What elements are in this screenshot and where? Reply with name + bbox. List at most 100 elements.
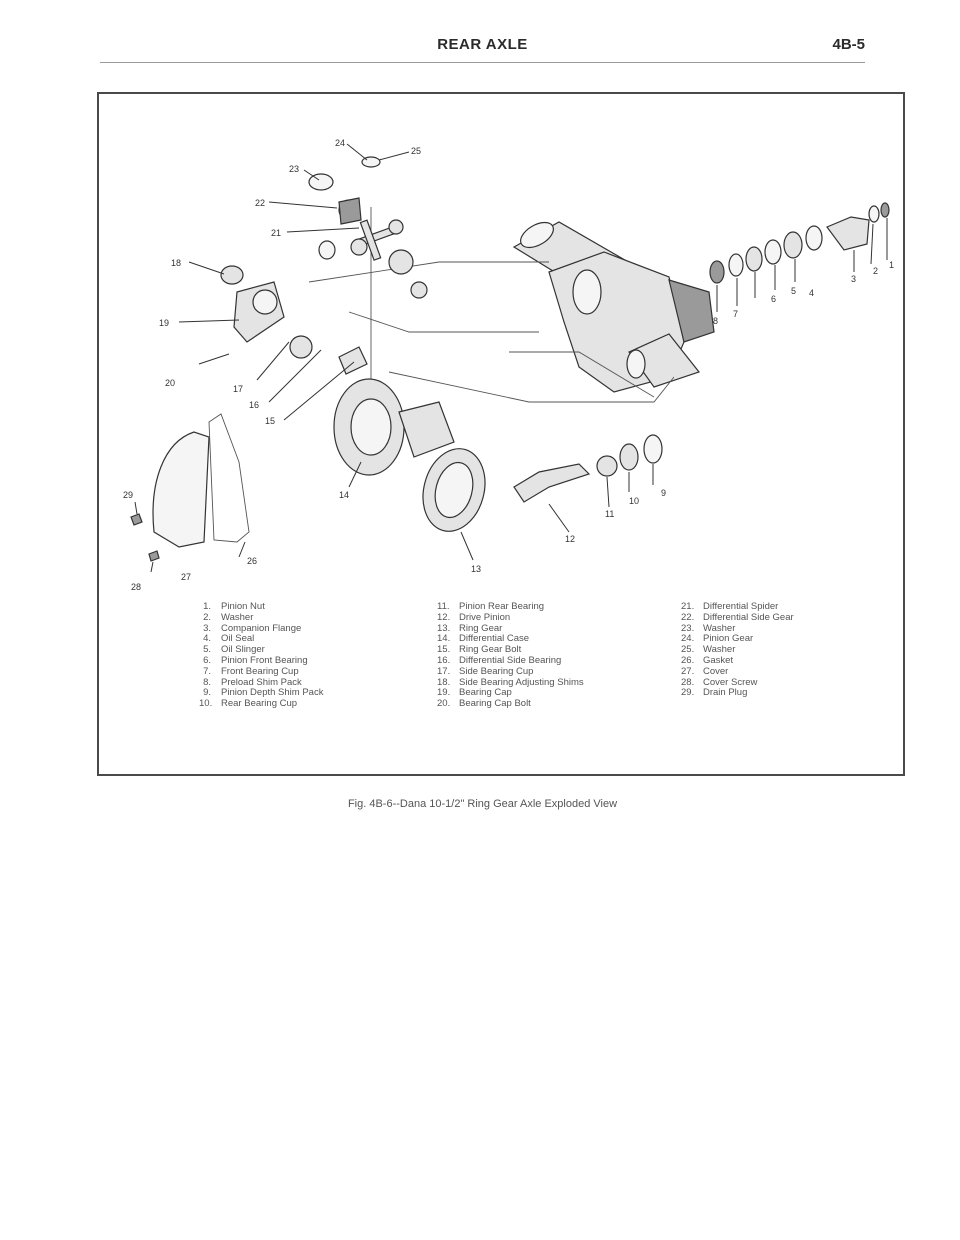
legend-label: Oil Slinger <box>221 644 265 656</box>
callout-16: 16 <box>249 400 259 410</box>
legend-label: Drain Plug <box>703 687 748 699</box>
pinion-stack-parts <box>709 202 890 284</box>
callout-numbers: 1 2 3 4 5 6 7 8 9 10 11 12 13 14 15 16 1… <box>123 138 894 592</box>
legend-number: 4. <box>203 633 211 645</box>
callout-17: 17 <box>233 384 243 394</box>
legend-label: Preload Shim Pack <box>221 676 302 688</box>
legend-label: Pinion Gear <box>703 633 754 645</box>
legend-number: 11. <box>437 601 450 612</box>
legend-label: Pinion Rear Bearing <box>459 601 545 612</box>
callout-1: 1 <box>889 260 894 270</box>
legend-number: 9. <box>203 687 211 699</box>
legend-label: Side Bearing Cup <box>459 665 534 677</box>
legend-label: Differential Case <box>459 633 530 645</box>
legend-label: Front Bearing Cup <box>221 665 299 677</box>
figure-frame: 1 2 3 4 5 6 7 8 9 10 11 12 13 14 15 16 1… <box>97 92 905 776</box>
legend-number: 18. <box>437 676 451 688</box>
case-and-ring-gear <box>333 378 663 532</box>
callout-25: 25 <box>411 146 421 156</box>
legend-number: 22. <box>681 611 695 623</box>
callout-22: 22 <box>255 198 265 208</box>
exploded-view-diagram: 1 2 3 4 5 6 7 8 9 10 11 12 13 14 15 16 1… <box>123 138 894 592</box>
legend-number: 2. <box>203 611 211 623</box>
legend-number: 13. <box>437 622 451 634</box>
legend-label: Ring Gear <box>459 622 503 634</box>
legend-item: 12.Drive Pinion <box>437 612 677 624</box>
legend-number: 24. <box>681 633 695 645</box>
legend-number: 16. <box>437 654 451 666</box>
parts-legend: 1.Pinion Nut 2. Washer 3. Companion Flange… <box>199 601 819 722</box>
callout-5: 5 <box>791 286 796 296</box>
legend-item: 20. Bearing Cap Bolt <box>437 698 677 710</box>
legend-label: Bearing Cap Bolt <box>459 698 531 710</box>
header-rule <box>100 62 865 63</box>
legend-item: 10. Rear Bearing Cup <box>199 698 429 710</box>
callout-3: 3 <box>851 274 856 284</box>
legend-item: 19.Bearing Cap <box>437 688 677 699</box>
callout-9: 9 <box>661 488 666 498</box>
legend-item: 14. Differential Case <box>437 634 677 645</box>
legend-number: 21. <box>681 601 695 612</box>
legend-column-2: 11. Pinion Rear Bearing 12.Drive Pinion 1… <box>437 601 677 710</box>
callout-2: 2 <box>873 266 878 276</box>
legend-label: Ring Gear Bolt <box>459 644 522 656</box>
callout-15: 15 <box>265 416 275 426</box>
legend-number: 20. <box>437 698 451 710</box>
legend-number: 14. <box>437 633 451 645</box>
legend-number: 29. <box>681 687 695 699</box>
legend-item: 29. Drain Plug <box>681 688 881 699</box>
figure-caption: Fig. 4B-6--Dana 10-1/2" Ring Gear Axle E… <box>347 798 618 810</box>
callout-8: 8 <box>713 316 718 326</box>
callout-6: 6 <box>771 294 776 304</box>
legend-item: 22. Differential Side Gear <box>681 611 881 624</box>
legend-number: 28. <box>681 676 695 688</box>
assembly-guide-lines <box>308 207 675 403</box>
page-number: 4B-5 <box>832 36 865 53</box>
legend-number: 6. <box>203 654 211 666</box>
cover-and-gasket <box>130 413 250 562</box>
legend-item: 4.Oil Seal <box>199 634 429 645</box>
legend-item: 16.Differential Side Bearing <box>437 654 677 667</box>
legend-item: 7. Front Bearing Cup <box>199 665 429 678</box>
callout-24: 24 <box>335 138 345 148</box>
page-header: REAR AXLE 4B-5 <box>100 34 865 64</box>
left-side-parts <box>198 265 368 375</box>
legend-item: 25.Washer <box>681 644 881 656</box>
legend-label: Rear Bearing Cup <box>221 698 298 710</box>
legend-item: 17.Side Bearing Cup <box>437 665 677 678</box>
legend-label: Side Bearing Adjusting Shims <box>459 676 584 688</box>
legend-item: 27. Cover <box>681 665 881 678</box>
callout-13: 13 <box>471 564 481 574</box>
legend-item: 1.Pinion Nut <box>199 601 429 613</box>
legend-number: 27. <box>681 665 695 677</box>
legend-label: Cover <box>703 665 729 677</box>
legend-item: 6.Pinion Front Bearing <box>199 654 429 667</box>
callout-20: 20 <box>165 378 175 388</box>
legend-label: Gasket <box>703 654 734 666</box>
legend-number: 5. <box>203 644 211 656</box>
callout-29: 29 <box>123 490 133 500</box>
legend-item: 3. Companion Flange <box>199 622 429 635</box>
legend-number: 10. <box>199 698 213 710</box>
legend-label: Differential Side Gear <box>703 611 794 623</box>
legend-number: 23. <box>681 622 695 634</box>
legend-number: 7. <box>203 665 211 677</box>
legend-number: 8. <box>203 676 211 688</box>
legend-label: Differential Spider <box>703 601 779 612</box>
legend-column-1: 1.Pinion Nut 2. Washer 3. Companion Flange… <box>199 601 429 710</box>
callout-27: 27 <box>181 572 191 582</box>
legend-number: 26. <box>681 654 695 666</box>
leader-lines <box>134 143 888 573</box>
callout-21: 21 <box>271 228 281 238</box>
differential-internals <box>308 156 428 299</box>
callout-7: 7 <box>733 309 738 319</box>
legend-label: Companion Flange <box>221 622 302 634</box>
legend-label: Washer <box>703 644 736 656</box>
callout-23: 23 <box>289 164 299 174</box>
callout-12: 12 <box>565 534 575 544</box>
legend-number: 15. <box>437 644 451 656</box>
legend-item: 2. Washer <box>199 611 429 624</box>
legend-number: 3. <box>203 622 211 634</box>
legend-label: Washer <box>221 611 254 623</box>
callout-19: 19 <box>159 318 169 328</box>
